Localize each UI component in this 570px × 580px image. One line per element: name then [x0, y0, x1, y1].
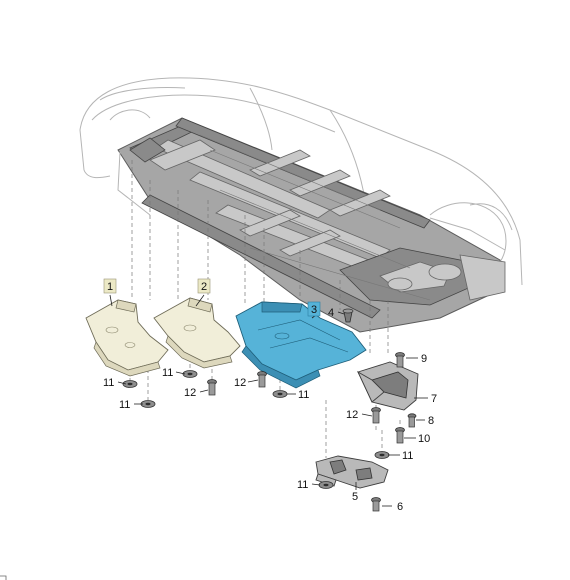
bolt-icon — [257, 371, 267, 388]
bolt-icon — [407, 413, 417, 428]
callout-11: 11 — [119, 399, 130, 411]
callout-2: 2 — [201, 281, 207, 293]
washer-icon — [182, 370, 198, 378]
underbody-shield-front — [85, 299, 169, 377]
washer-icon — [122, 380, 138, 388]
callout-8: 8 — [428, 415, 434, 427]
washer-icon — [272, 390, 288, 398]
part-3-tag-highlighted — [307, 301, 321, 317]
callout-3: 3 — [311, 304, 317, 316]
callout-4: 4 — [328, 307, 334, 319]
washers — [122, 370, 390, 489]
callout-10: 10 — [418, 433, 430, 445]
callout-numbers: 1 2 3 4 5 6 7 8 9 10 11 11 11 11 11 11 1… — [103, 281, 437, 513]
corner-mark — [0, 575, 7, 580]
lower-bracket — [315, 455, 389, 489]
washer-icon — [318, 481, 334, 489]
callout-11: 11 — [103, 377, 114, 389]
callout-tags — [103, 278, 321, 317]
underbody-frame — [117, 117, 506, 333]
callout-9: 9 — [421, 353, 427, 365]
mounting-bracket-box — [356, 361, 419, 411]
callout-7: 7 — [431, 393, 437, 405]
bolt-icon — [371, 497, 381, 512]
callout-12: 12 — [184, 387, 196, 399]
callout-11: 11 — [162, 367, 173, 379]
bolt-icon — [371, 407, 381, 424]
washer-icon — [140, 400, 156, 408]
bolt-icon — [395, 427, 405, 444]
leader-lines — [109, 294, 428, 507]
underbody-shield-middle — [153, 297, 241, 369]
callout-12: 12 — [234, 377, 246, 389]
callout-12: 12 — [346, 409, 358, 421]
bolt-icon — [207, 379, 217, 396]
callout-5: 5 — [352, 491, 358, 503]
part-1-tag — [103, 278, 117, 294]
underbody-shield-rear-highlighted — [235, 301, 367, 389]
callout-11: 11 — [402, 450, 413, 462]
bolt-icon — [395, 352, 405, 368]
washer-icon — [374, 451, 390, 459]
bolts — [207, 308, 417, 512]
callout-1: 1 — [107, 281, 113, 293]
callout-11: 11 — [297, 479, 308, 491]
vehicle-body-outline — [79, 77, 523, 286]
clip-icon — [342, 308, 354, 323]
callout-11: 11 — [298, 389, 309, 401]
part-2-tag — [197, 278, 211, 294]
callout-6: 6 — [397, 501, 403, 513]
